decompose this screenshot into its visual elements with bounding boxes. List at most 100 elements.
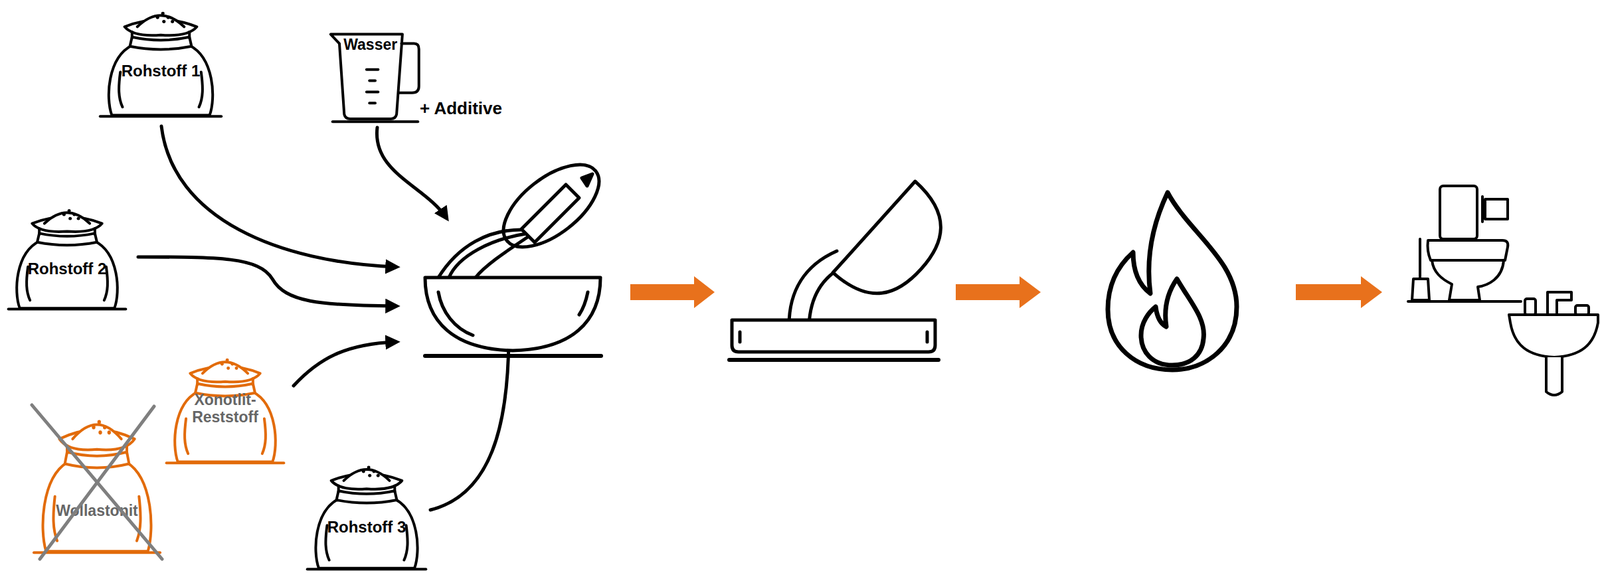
- powder-dot: [67, 209, 72, 213]
- powder-dot: [162, 19, 166, 24]
- jug-handle: [398, 43, 420, 93]
- soap-bottle: [1524, 298, 1536, 315]
- material-sack: Wollastonit: [30, 405, 164, 562]
- bowl-shine: [579, 292, 588, 315]
- sack-outline: [33, 425, 161, 554]
- toilet-bowl: [1431, 260, 1504, 301]
- pouring-bowl: [832, 181, 962, 315]
- ground-line: [33, 551, 161, 554]
- cross-out: [31, 405, 163, 560]
- sack-neck: [132, 31, 190, 38]
- whisk-wire: [475, 236, 529, 278]
- ground-line: [8, 308, 127, 311]
- sanitary-ware: [1408, 185, 1599, 396]
- node-label: Xonotlit- Reststoff: [177, 391, 272, 427]
- powder-dot: [220, 362, 224, 366]
- sack-neck: [338, 486, 396, 493]
- powder-dot: [230, 362, 234, 366]
- material-sack: Rohstoff 3: [304, 454, 430, 577]
- sack-body: [108, 45, 213, 115]
- toilet-seat: [1427, 240, 1509, 261]
- powder-dot: [161, 11, 165, 16]
- flame-outer: [1107, 192, 1237, 370]
- toilet-tank: [1439, 185, 1478, 240]
- powder-pile: [344, 469, 390, 481]
- process-arrow: [630, 276, 715, 309]
- whisk-wire: [448, 233, 527, 278]
- process-arrows: [630, 276, 1383, 309]
- jug-outline: [330, 34, 420, 123]
- powder-dot: [361, 470, 366, 474]
- sack-outline: [307, 469, 427, 570]
- mixing-bowl: [425, 149, 614, 356]
- material-sack: Rohstoff 2: [5, 197, 129, 317]
- sack-tie: [336, 490, 398, 503]
- feed-arrow: [161, 126, 396, 267]
- powder-dot: [156, 15, 160, 20]
- sack-body: [43, 462, 152, 552]
- powder-dot: [102, 425, 107, 430]
- sack-neck: [197, 378, 254, 385]
- pouring-bowl-body: [832, 181, 962, 315]
- paper-roll: [1485, 199, 1508, 220]
- sack-body: [315, 498, 418, 568]
- powder-dot: [166, 15, 171, 20]
- powder-dot: [91, 425, 95, 430]
- powder-pile: [72, 425, 121, 440]
- sink-pedestal: [1546, 357, 1563, 396]
- powder-pile: [44, 212, 90, 224]
- jug-scale: [366, 69, 379, 103]
- sack-tie: [65, 452, 130, 469]
- material-sack: Rohstoff 1: [96, 0, 225, 124]
- sack-tie: [130, 37, 192, 50]
- sack-tie: [37, 233, 97, 246]
- rotation-ring: [489, 149, 614, 264]
- annotation-label: + Additive: [419, 98, 503, 119]
- process-arrow: [1295, 276, 1383, 309]
- sack-shape: [304, 454, 430, 577]
- powder-dot: [68, 217, 72, 221]
- ground-line: [166, 461, 285, 465]
- mould-inner: [739, 332, 928, 343]
- node-label: Wasser: [330, 35, 411, 54]
- sack-outline: [8, 212, 127, 309]
- feed-arrow: [376, 127, 447, 218]
- node-label: Rohstoff 3: [319, 518, 415, 537]
- powder-dot: [371, 470, 376, 474]
- bowl-base: [425, 354, 602, 358]
- sack-neck: [39, 228, 95, 235]
- powder-dot: [367, 474, 372, 478]
- faucet: [1547, 292, 1572, 315]
- material-sack: Xonotlit- Reststoff: [163, 346, 287, 471]
- powder-dot: [367, 465, 371, 469]
- toilet-brush: [1412, 239, 1430, 301]
- powder-dot: [226, 366, 230, 370]
- floor-line: [1408, 300, 1521, 303]
- powder-dot: [97, 419, 101, 424]
- ground-line: [100, 114, 222, 118]
- powder-dot: [376, 474, 380, 478]
- sack-outline: [166, 361, 285, 463]
- cross-line: [39, 406, 155, 560]
- rotation-head: [581, 174, 593, 186]
- powder-dot: [62, 213, 66, 217]
- casting-mould: [729, 181, 963, 360]
- ground-line: [332, 120, 418, 123]
- feed-arrow: [138, 257, 396, 307]
- powder-pile: [202, 361, 248, 374]
- powder-dot: [170, 19, 175, 24]
- feed-arrow: [430, 338, 509, 511]
- mould-tray: [731, 320, 936, 353]
- bowl-body: [425, 277, 601, 351]
- firing-flame: [1107, 192, 1237, 370]
- mould-base: [729, 357, 939, 362]
- powder-dot: [77, 217, 81, 221]
- node-label: Rohstoff 1: [112, 61, 210, 81]
- measuring-jug: Wasser: [326, 30, 424, 124]
- soap-bottle: [1575, 305, 1589, 315]
- sack-neck: [67, 445, 127, 454]
- sack-shape: [30, 405, 164, 562]
- powder-dot: [107, 430, 111, 435]
